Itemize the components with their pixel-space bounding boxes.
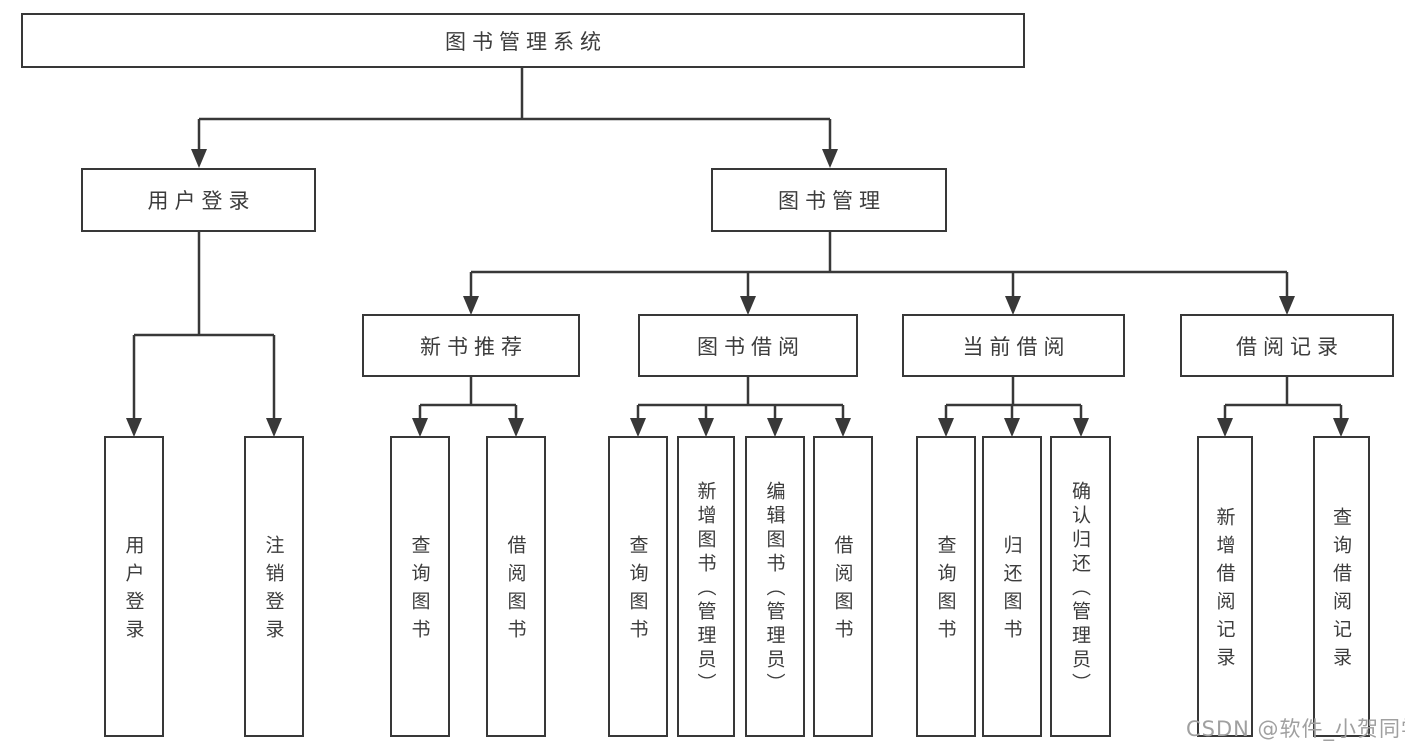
node-query-books-current: 查询图书 — [916, 436, 976, 737]
watermark: CSDN @软件_小贺同学 — [1186, 717, 1405, 741]
node-book-management: 图书管理 — [711, 168, 947, 232]
node-confirm-return-admin: 确认归还（管理员） — [1050, 436, 1111, 737]
node-edit-book-admin: 编辑图书（管理员） — [745, 436, 805, 737]
node-book-borrow: 图书借阅 — [638, 314, 858, 377]
node-logout-leaf: 注销登录 — [244, 436, 304, 737]
node-add-borrow-record: 新增借阅记录 — [1197, 436, 1253, 737]
node-root: 图书管理系统 — [21, 13, 1025, 68]
node-query-borrow-record: 查询借阅记录 — [1313, 436, 1370, 737]
node-user-login: 用户登录 — [81, 168, 316, 232]
node-user-login-leaf: 用户登录 — [104, 436, 164, 737]
node-new-book-recommend: 新书推荐 — [362, 314, 580, 377]
node-borrow-records: 借阅记录 — [1180, 314, 1394, 377]
node-return-book: 归还图书 — [982, 436, 1042, 737]
node-borrow-books-leaf: 借阅图书 — [813, 436, 873, 737]
node-query-books-recommend: 查询图书 — [390, 436, 450, 737]
arrowheads — [126, 149, 1349, 437]
node-current-borrow: 当前借阅 — [902, 314, 1125, 377]
node-add-book-admin: 新增图书（管理员） — [677, 436, 735, 737]
node-borrow-books-recommend: 借阅图书 — [486, 436, 546, 737]
node-query-books-borrow: 查询图书 — [608, 436, 668, 737]
